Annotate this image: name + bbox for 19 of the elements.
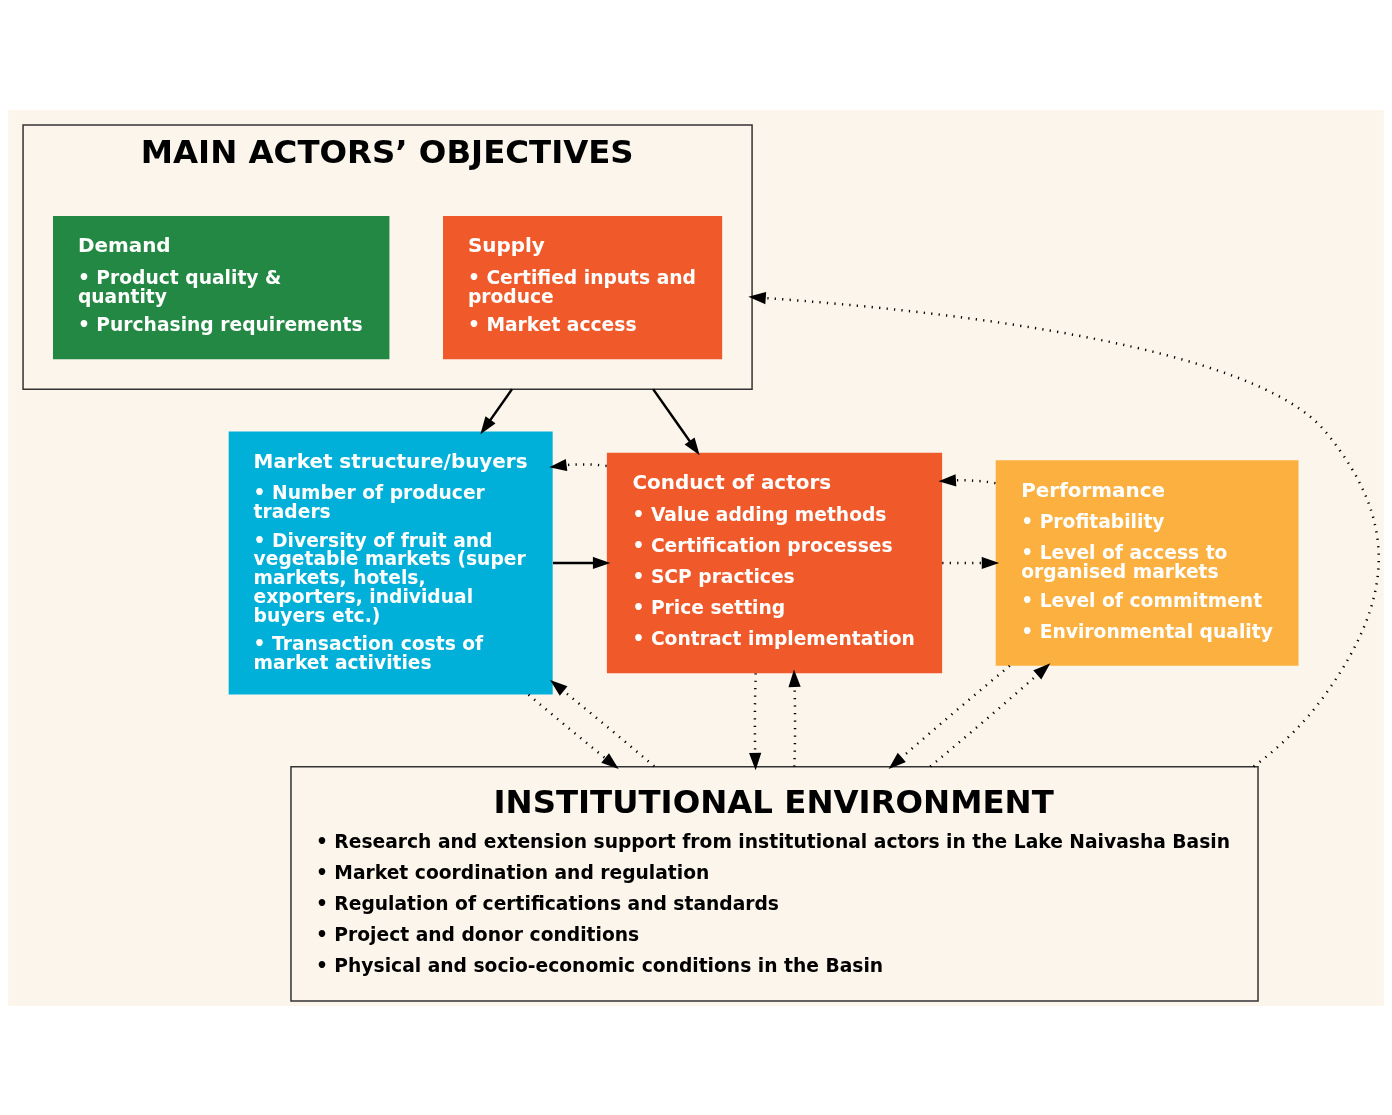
arrow bbox=[480, 387, 514, 434]
arrow bbox=[652, 387, 700, 455]
node-box: INSTITUTIONAL ENVIRONMENT • Research and extension support from institutional actors in the Lake Naivasha Basin • Market coordination and regulation • Regulation of certifications and standards • Project and donor conditions • Physical and socio-economic conditions in the Basin bbox=[290, 765, 1259, 1002]
arrow bbox=[888, 664, 1011, 769]
arrow bbox=[788, 669, 801, 767]
arrow bbox=[749, 672, 762, 770]
arrow bbox=[553, 556, 611, 569]
node-box: Market structure/buyers • Number of producer traders • Diversity of fruit and vegetable markets (super markets, hotels, exporters, individual buyers etc.) • Transaction costs of market activities bbox=[228, 431, 553, 694]
arrow bbox=[929, 662, 1051, 767]
node-box: Supply • Certified inputs and produce • Market access bbox=[443, 215, 723, 359]
node-box: Performance • Profitability • Level of access to organised markets • Level of commitment • Environmental quality bbox=[995, 459, 1299, 666]
arrow bbox=[527, 693, 619, 769]
arrow bbox=[938, 473, 996, 486]
arrow bbox=[748, 291, 1380, 768]
node-box: Demand • Product quality & quantity • Purchasing requirements bbox=[52, 215, 390, 359]
arrow bbox=[549, 458, 607, 471]
arrow bbox=[550, 679, 655, 767]
node-box: Conduct of actors • Value adding methods • Certification processes • SCP practices • Price setting • Contract implementation bbox=[606, 452, 943, 673]
arrow bbox=[942, 556, 1000, 569]
